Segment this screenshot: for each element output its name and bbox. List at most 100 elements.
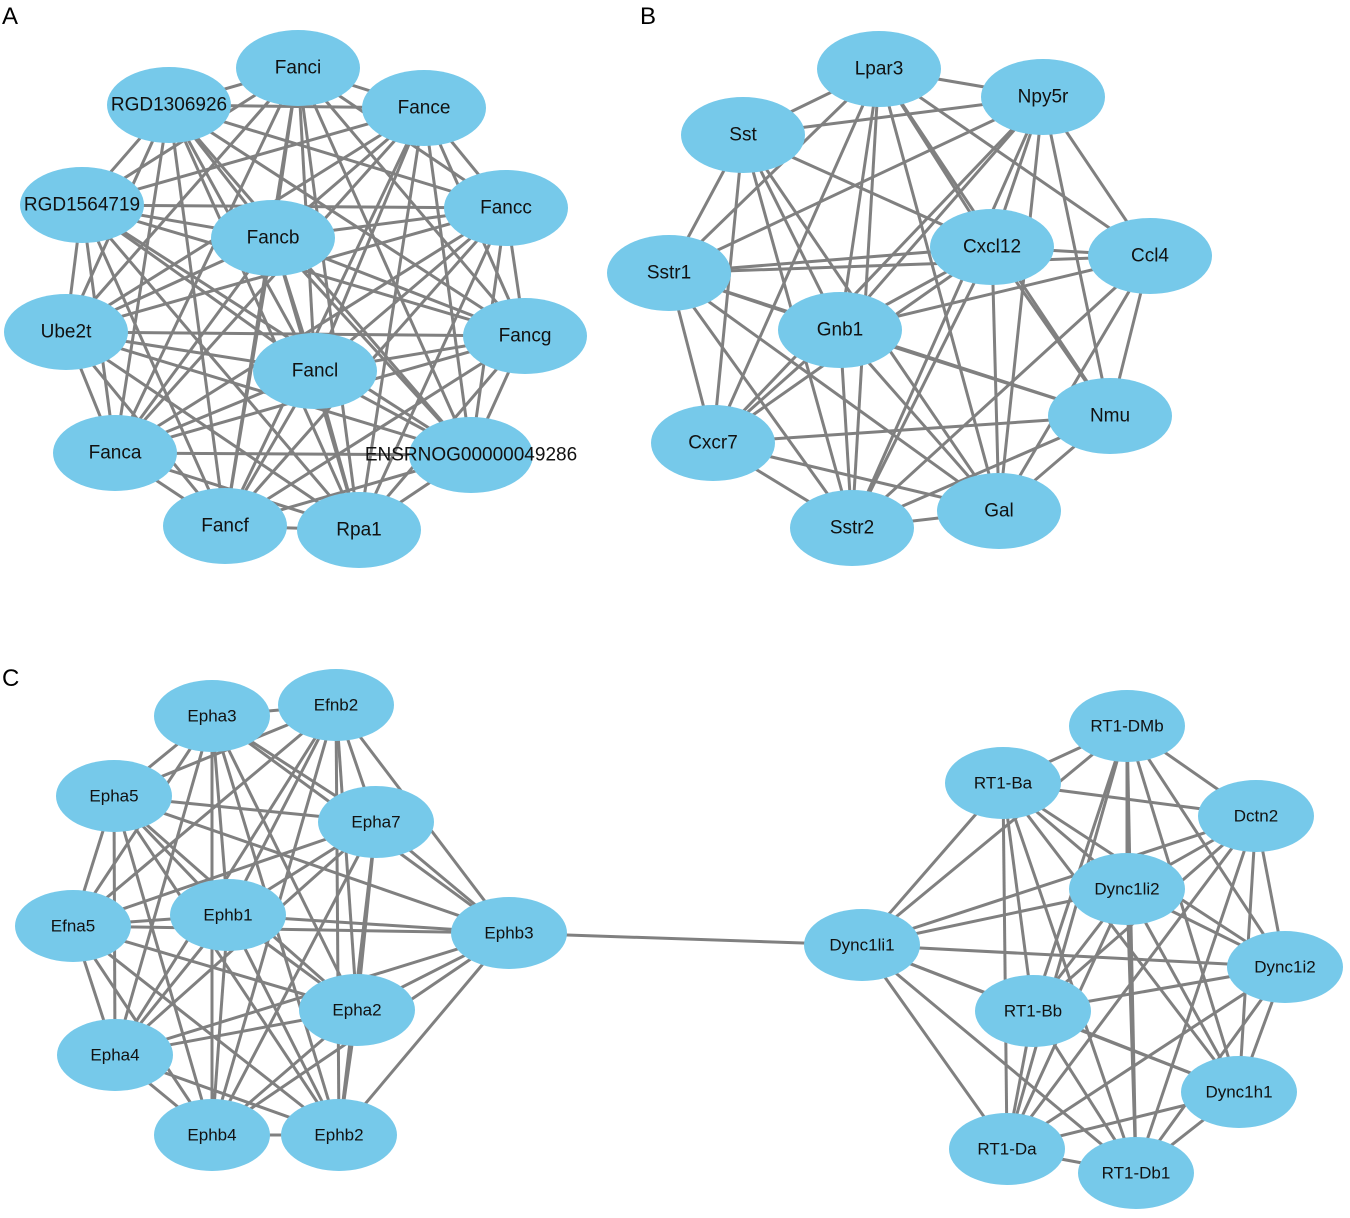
node-ellipse bbox=[1048, 378, 1172, 454]
panel-c-nodes: Epha3Efnb2Epha5Epha7Efna5Ephb1Ephb3Epha2… bbox=[15, 669, 1343, 1209]
node-epha2: Epha2 bbox=[299, 974, 415, 1046]
node-ellipse bbox=[299, 974, 415, 1046]
node-label: RT1-Ba bbox=[974, 774, 1033, 793]
edge-epha5-ephb4 bbox=[112, 795, 214, 1136]
edge-rgd1306926-fancf bbox=[167, 104, 227, 527]
edge-sstr1-gal bbox=[668, 271, 1000, 513]
node-label: Epha2 bbox=[332, 1001, 381, 1020]
node-gal: Gal bbox=[937, 473, 1061, 549]
edge-epha3-epha2 bbox=[210, 715, 359, 1011]
edge-npy5r-nmu bbox=[1041, 96, 1112, 417]
node-label: RT1-Da bbox=[977, 1140, 1037, 1159]
edge-rgd1306926-fanca bbox=[113, 104, 171, 454]
node-ube2t: Ube2t bbox=[4, 294, 128, 370]
edge-ccl4-gal bbox=[997, 255, 1152, 512]
node-fancc: Fancc bbox=[444, 170, 568, 246]
node-rt1-dmb: RT1-DMb bbox=[1069, 690, 1185, 762]
edge-rgd1564719-fancf bbox=[80, 204, 227, 527]
edge-ube2t-rpa1 bbox=[65, 330, 360, 532]
node-label: Ephb1 bbox=[203, 906, 252, 925]
node-ellipse bbox=[937, 473, 1061, 549]
node-ellipse bbox=[362, 70, 486, 146]
node-label: Epha4 bbox=[90, 1046, 139, 1065]
node-ellipse bbox=[4, 294, 128, 370]
node-ellipse bbox=[930, 209, 1054, 285]
node-ellipse bbox=[253, 333, 377, 409]
edge-fancg-fancf bbox=[224, 334, 526, 528]
node-ephb4: Ephb4 bbox=[154, 1099, 270, 1171]
node-label: Gnb1 bbox=[817, 320, 863, 341]
node-label: Ube2t bbox=[41, 322, 92, 343]
edge-fancb-fanca bbox=[113, 237, 275, 454]
edge-fancc-fanca bbox=[114, 206, 507, 455]
edge-efnb2-ephb2 bbox=[334, 704, 341, 1136]
node-ellipse bbox=[107, 67, 231, 143]
node-fancg: Fancg bbox=[463, 298, 587, 374]
edge-efnb2-efna5 bbox=[72, 703, 337, 928]
node-dctn2: Dctn2 bbox=[1198, 780, 1314, 852]
node-label: Fanci bbox=[275, 58, 321, 79]
edge-rgd1564719-rpa1 bbox=[80, 204, 361, 531]
node-fance: Fance bbox=[362, 70, 486, 146]
node-ellipse bbox=[236, 30, 360, 106]
node-ellipse bbox=[15, 890, 131, 962]
node-rt1-db1: RT1-Db1 bbox=[1078, 1137, 1194, 1209]
node-sst: Sst bbox=[681, 97, 805, 173]
edge-rt1-dmb-dync1h1 bbox=[1125, 725, 1241, 1093]
node-ellipse bbox=[1078, 1137, 1194, 1209]
node-ellipse bbox=[444, 170, 568, 246]
node-ellipse bbox=[154, 680, 270, 752]
node-label: Fance bbox=[398, 98, 451, 119]
node-label: Sst bbox=[729, 125, 757, 146]
edge-efna5-ephb2 bbox=[72, 924, 340, 1137]
edge-fance-rgd1564719 bbox=[81, 106, 425, 207]
node-rgd1306926: RGD1306926 bbox=[107, 67, 231, 143]
edge-ube2t-fancg bbox=[65, 330, 526, 338]
node-ellipse bbox=[949, 1113, 1065, 1185]
node-ellipse bbox=[975, 975, 1091, 1047]
node-ellipse bbox=[56, 760, 172, 832]
node-label: Efna5 bbox=[51, 917, 95, 936]
node-ellipse bbox=[451, 897, 567, 969]
edge-rt1-ba-dync1h1 bbox=[1001, 782, 1241, 1093]
edge-npy5r-sstr2 bbox=[850, 96, 1045, 529]
edge-dctn2-rt1-da bbox=[1005, 815, 1258, 1150]
edge-rt1-ba-rt1-da bbox=[1001, 782, 1009, 1150]
node-cxcr7: Cxcr7 bbox=[651, 405, 775, 481]
edge-ephb1-ephb4 bbox=[210, 914, 230, 1136]
edge-fancb-fancf bbox=[223, 237, 275, 527]
edge-fance-ensrnog00000049286 bbox=[422, 107, 473, 456]
node-ellipse bbox=[1069, 853, 1185, 925]
node-ellipse bbox=[463, 298, 587, 374]
node-rt1-bb: RT1-Bb bbox=[975, 975, 1091, 1047]
node-epha4: Epha4 bbox=[57, 1019, 173, 1091]
node-fancf: Fancf bbox=[163, 488, 287, 564]
node-label: Sstr1 bbox=[647, 263, 691, 284]
node-label: Ephb3 bbox=[484, 924, 533, 943]
edge-rgd1564719-ensrnog00000049286 bbox=[81, 203, 472, 457]
edge-rt1-dmb-dync1li1 bbox=[861, 724, 1128, 947]
node-label: Dync1li1 bbox=[829, 936, 894, 955]
node-ellipse bbox=[1088, 218, 1212, 294]
node-ellipse bbox=[278, 669, 394, 741]
node-label: Fancg bbox=[499, 326, 552, 347]
node-label: Npy5r bbox=[1018, 87, 1069, 108]
node-label: RT1-DMb bbox=[1090, 717, 1163, 736]
node-label: Dync1li2 bbox=[1094, 880, 1159, 899]
node-label: Lpar3 bbox=[855, 59, 904, 80]
edge-efnb2-epha2 bbox=[334, 704, 359, 1011]
node-label: Dctn2 bbox=[1234, 807, 1278, 826]
edge-lpar3-sstr1 bbox=[667, 67, 881, 275]
edge-rt1-ba-rt1-bb bbox=[1001, 782, 1035, 1012]
edge-fance-fancf bbox=[223, 107, 426, 527]
node-rpa1: Rpa1 bbox=[297, 492, 421, 568]
node-nmu: Nmu bbox=[1048, 378, 1172, 454]
node-ellipse bbox=[409, 417, 533, 493]
node-label: RT1-Db1 bbox=[1102, 1164, 1171, 1183]
node-label: Nmu bbox=[1090, 406, 1130, 427]
node-ellipse bbox=[1069, 690, 1185, 762]
node-cxcl12: Cxcl12 bbox=[930, 209, 1054, 285]
node-label: Dync1i2 bbox=[1254, 958, 1315, 977]
